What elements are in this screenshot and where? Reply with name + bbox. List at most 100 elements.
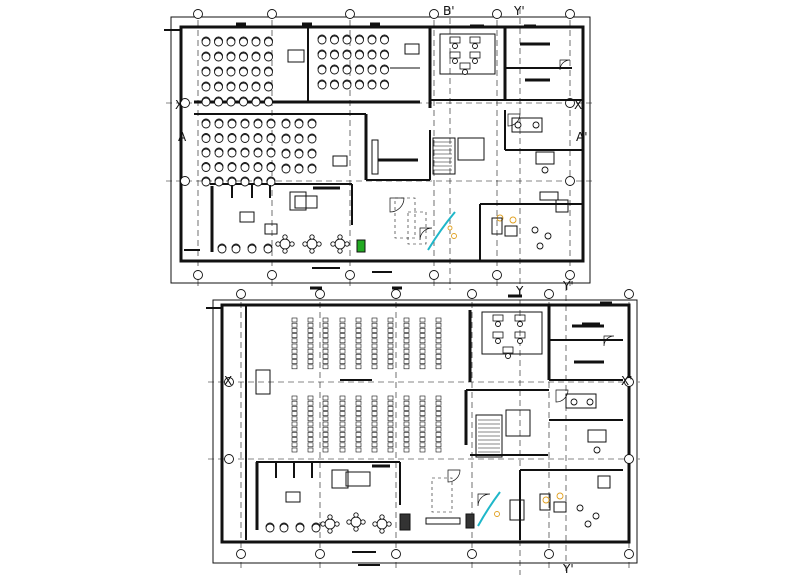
- seat-chair: [355, 65, 364, 75]
- seat-chair: [201, 134, 211, 143]
- seat-chair: [227, 119, 237, 129]
- seat-chair-back: [247, 243, 257, 249]
- workstation: [449, 36, 461, 44]
- upper-grid-bubble-top: [345, 9, 355, 19]
- seat-chair-back: [367, 34, 377, 40]
- seat-chair: [240, 119, 250, 129]
- upper-grid-bubble-bottom: [492, 270, 502, 280]
- seat-chair-back: [201, 176, 211, 182]
- round-table: [376, 518, 388, 530]
- office-desk: [565, 393, 597, 409]
- round-table-chair: [330, 241, 336, 247]
- auditorium-seat: [307, 359, 314, 364]
- auditorium-seat: [403, 406, 410, 411]
- seat-chair-back: [380, 49, 389, 55]
- seat-chair: [227, 163, 237, 172]
- auditorium-seat: [403, 359, 410, 364]
- auditorium-seat: [419, 328, 426, 333]
- seat-chair: [264, 67, 273, 77]
- round-table-chair: [337, 234, 343, 240]
- auditorium-seat: [322, 442, 329, 448]
- seat-chair: [330, 35, 339, 45]
- seat-chair-back: [231, 243, 241, 249]
- auditorium-seat: [355, 354, 362, 359]
- auditorium-seat: [291, 395, 298, 401]
- seat-chair-back: [226, 81, 236, 87]
- auditorium-seat: [322, 338, 329, 344]
- seat-chair: [265, 523, 275, 533]
- auditorium-seat: [322, 343, 329, 349]
- auditorium-seat: [371, 411, 378, 416]
- seat-chair: [342, 50, 352, 60]
- seat-chair: [214, 37, 223, 47]
- seat-chair: [281, 164, 291, 174]
- seat-chair-back: [253, 118, 263, 124]
- auditorium-seat: [307, 400, 314, 406]
- gold-chair: [509, 216, 517, 224]
- auditorium-seat: [371, 364, 378, 370]
- office-chair: [541, 166, 549, 174]
- office-chair: [514, 121, 522, 129]
- seat-chair: [201, 119, 211, 129]
- workstation-chair: [472, 58, 478, 64]
- seat-chair: [226, 52, 236, 62]
- seat-chair-back: [281, 118, 291, 124]
- column: [371, 139, 379, 175]
- auditorium-seat: [403, 432, 410, 437]
- office-desk: [332, 155, 348, 167]
- seat-chair-back: [239, 66, 248, 72]
- seat-chair-back: [264, 66, 273, 72]
- auditorium-seat: [435, 343, 442, 349]
- auditorium-seat: [291, 442, 298, 448]
- seat-chair: [281, 119, 291, 129]
- auditorium-seat: [307, 348, 314, 354]
- seat-chair-back: [367, 49, 377, 55]
- seat-chair: [214, 119, 224, 129]
- round-table: [334, 238, 346, 250]
- seat-chair-back: [240, 118, 250, 124]
- seat-chair-back: [330, 64, 339, 70]
- seat-chair: [240, 134, 250, 143]
- seat-chair: [330, 80, 339, 90]
- stair-well: [475, 414, 503, 458]
- office-desk: [587, 429, 607, 443]
- auditorium-seat: [307, 432, 314, 437]
- lower-grid-bubble-left: [224, 377, 234, 387]
- seat-chair: [355, 80, 364, 90]
- auditorium-seat: [435, 411, 442, 416]
- workstation-chair: [517, 321, 523, 327]
- lower-grid-bubble-right: [624, 454, 634, 464]
- seat-chair: [226, 82, 236, 92]
- auditorium-seat: [307, 317, 314, 323]
- workstation: [459, 62, 471, 70]
- auditorium-seat: [387, 400, 394, 406]
- auditorium-seat: [387, 333, 394, 338]
- auditorium-seat: [371, 343, 378, 349]
- auditorium-seat: [291, 437, 298, 442]
- auditorium-seat: [322, 322, 329, 328]
- seat-chair-back: [226, 51, 236, 57]
- workstation-chair: [462, 69, 468, 75]
- auditorium-seat: [355, 348, 362, 354]
- auditorium-seat: [387, 426, 394, 432]
- seat-chair-back: [226, 96, 236, 102]
- auditorium-seat: [339, 364, 346, 370]
- seat-chair-back: [294, 118, 304, 124]
- auditorium-seat: [291, 317, 298, 323]
- auditorium-seat: [387, 343, 394, 349]
- auditorium-seat: [371, 426, 378, 432]
- auditorium-seat: [339, 354, 346, 359]
- seat-chair: [214, 67, 223, 77]
- seat-chair: [201, 177, 211, 187]
- upper-grid-bubble-top: [429, 9, 439, 19]
- dashed-void: [431, 477, 453, 513]
- toilet-block: [465, 513, 475, 529]
- seat-chair: [201, 163, 211, 172]
- round-table-chair: [346, 519, 352, 525]
- seat-chair: [226, 67, 236, 77]
- seat-chair: [266, 119, 276, 129]
- desk-unit: [264, 223, 278, 235]
- auditorium-seat: [403, 411, 410, 416]
- round-table-chair: [353, 526, 359, 532]
- auditorium-seat: [339, 338, 346, 344]
